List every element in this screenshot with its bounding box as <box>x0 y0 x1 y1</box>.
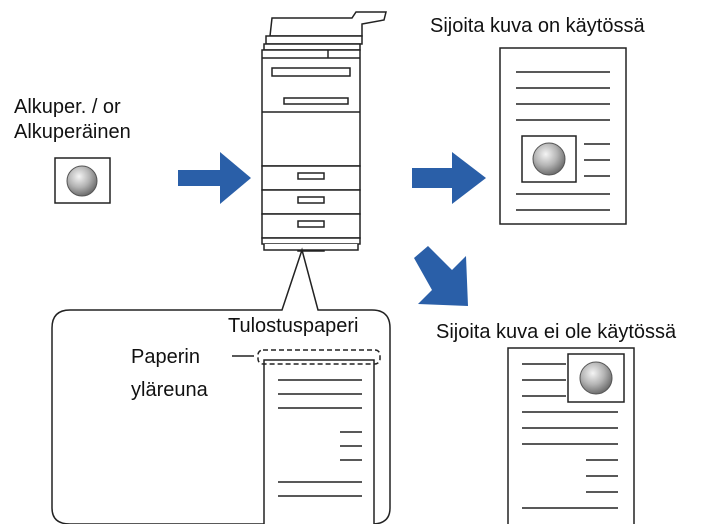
output-paper-detail-icon <box>263 359 375 524</box>
output-paper-label: Tulostuspaperi <box>228 315 359 337</box>
copier-machine-icon <box>261 11 387 252</box>
fit-enabled-label: Sijoita kuva on käytössä <box>430 15 645 37</box>
paper-top-edge-marker <box>232 349 381 365</box>
original-label-line2: Alkuperäinen <box>14 121 131 143</box>
paper-top-label-line1: Paperin <box>131 346 200 368</box>
output-page-fit-icon <box>499 47 627 225</box>
paper-top-label-line2: yläreuna <box>131 379 208 401</box>
original-image-icon <box>54 157 111 204</box>
original-label-line1: Alkuper. / or <box>14 96 121 118</box>
output-page-nofit-icon <box>507 347 635 524</box>
arrow-to-fit-output-icon <box>412 152 486 204</box>
fit-disabled-label: Sijoita kuva ei ole käytössä <box>436 321 677 343</box>
arrow-to-machine-icon <box>178 152 251 204</box>
arrow-to-nofit-output-icon <box>414 246 468 306</box>
